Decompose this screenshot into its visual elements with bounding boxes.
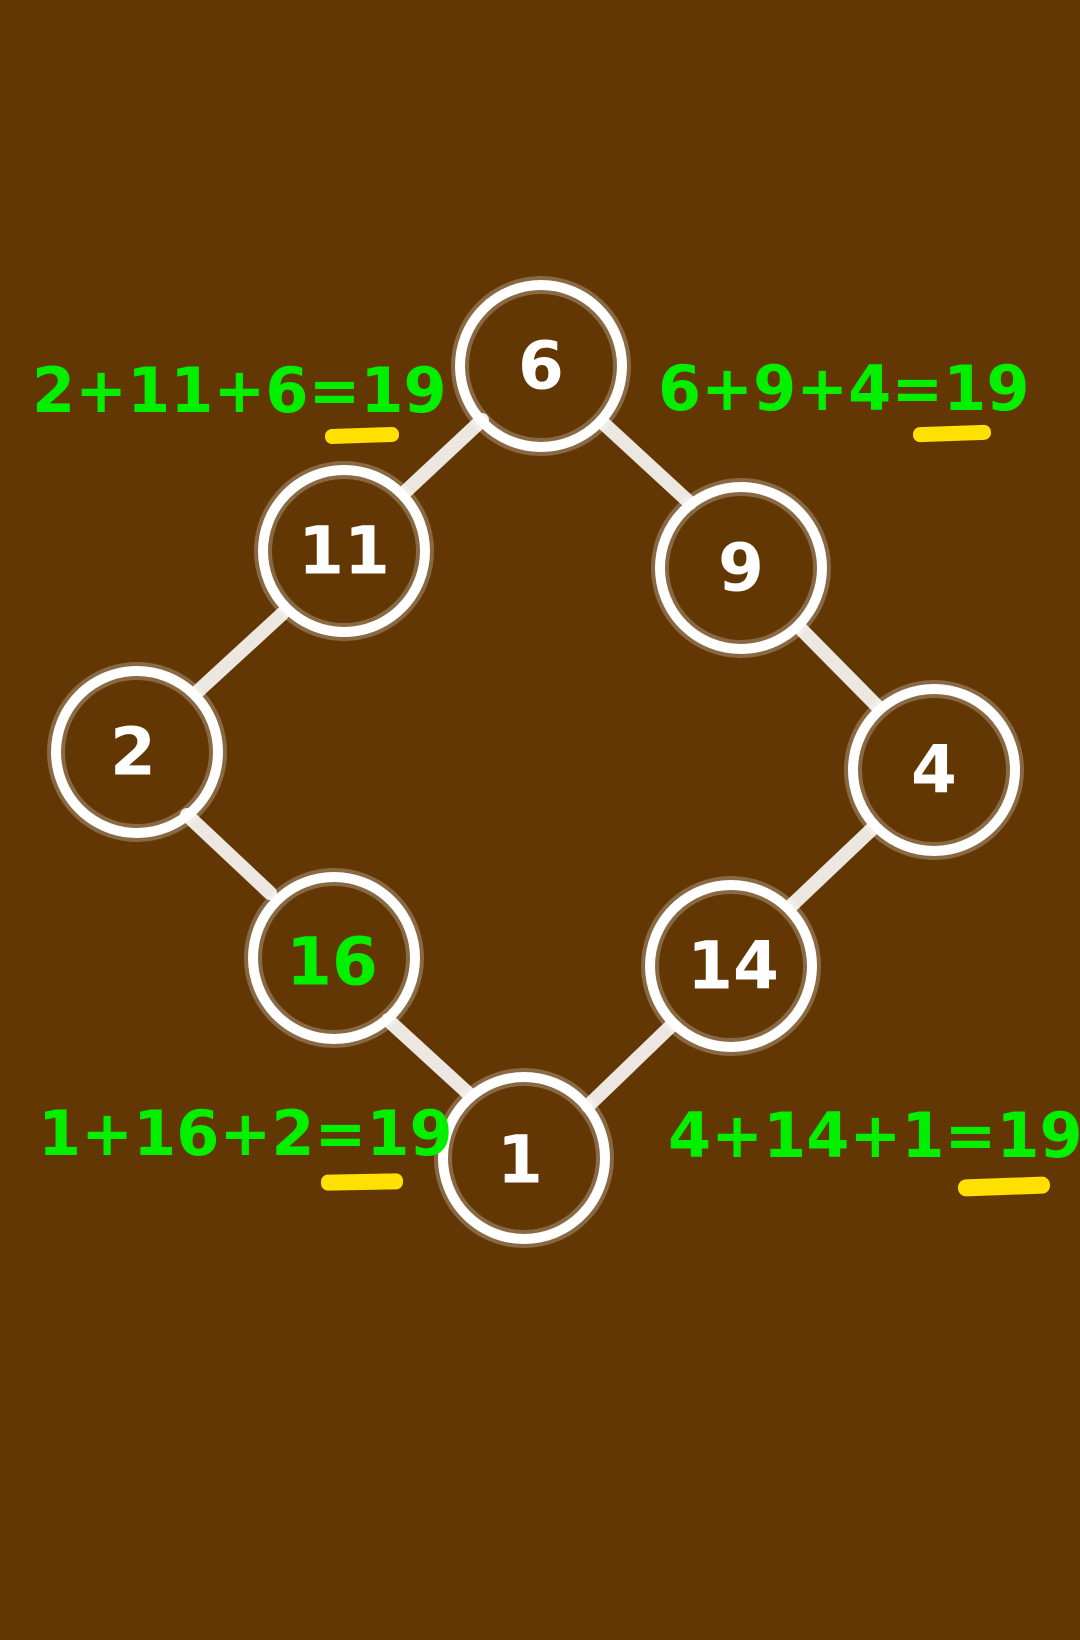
equation-top-left: 2+11+6=19 bbox=[32, 354, 447, 427]
equation-top-right-expression: 6+9+4= bbox=[658, 352, 943, 425]
circle-left bbox=[47, 662, 227, 842]
circle-upper-right bbox=[651, 478, 831, 658]
node-left-number: 2 bbox=[110, 714, 156, 791]
node-bottom-number: 1 bbox=[497, 1122, 543, 1199]
circle-upper-left bbox=[254, 461, 434, 641]
equations: 2+11+6=19 6+9+4=19 1+16+2=19 4+14+1=19 bbox=[32, 352, 1080, 1172]
circle-top bbox=[451, 276, 631, 456]
circle-bottom bbox=[434, 1068, 614, 1248]
node-upper-left-number: 11 bbox=[298, 513, 390, 590]
node-circles bbox=[47, 276, 1024, 1248]
connector-left-lower-left bbox=[180, 808, 277, 900]
connector-right-lower-right bbox=[785, 822, 879, 912]
equation-bottom-left: 1+16+2=19 bbox=[38, 1097, 453, 1170]
circle-lower-right bbox=[641, 876, 821, 1056]
equation-top-left-total: 19 bbox=[360, 354, 446, 427]
connector-upper-right-right bbox=[793, 621, 885, 714]
connector-lower-left-bottom bbox=[381, 1013, 477, 1102]
equation-bottom-right: 4+14+1=19 bbox=[668, 1099, 1080, 1172]
circle-lower-left bbox=[244, 868, 424, 1048]
node-top-number: 6 bbox=[518, 328, 564, 405]
connector-lower-right-bottom bbox=[581, 1018, 679, 1113]
node-upper-right-number: 9 bbox=[718, 530, 764, 607]
connector-upper-left-left bbox=[189, 607, 289, 700]
equation-bottom-right-expression: 4+14+1= bbox=[668, 1099, 996, 1172]
node-right-number: 4 bbox=[911, 732, 957, 809]
highlight-underline-bottom-right bbox=[958, 1176, 1051, 1197]
equation-bottom-left-expression: 1+16+2= bbox=[38, 1097, 366, 1170]
highlight-underline-top-left bbox=[325, 426, 400, 445]
connector-top-upper-right bbox=[595, 415, 697, 510]
node-lower-left-number-answer: 16 bbox=[286, 924, 378, 1001]
node-numbers: 6 11 9 2 4 16 14 1 bbox=[110, 328, 957, 1199]
equation-top-left-expression: 2+11+6= bbox=[32, 354, 360, 427]
equation-bottom-right-total: 19 bbox=[996, 1099, 1080, 1172]
highlight-underline-top-right bbox=[913, 424, 992, 443]
equation-top-right: 6+9+4=19 bbox=[658, 352, 1030, 425]
connector-lines bbox=[180, 413, 885, 1113]
circle-right bbox=[844, 680, 1024, 860]
connector-top-upper-left bbox=[398, 413, 489, 499]
node-lower-right-number: 14 bbox=[687, 928, 779, 1005]
equation-bottom-left-total: 19 bbox=[366, 1097, 452, 1170]
equation-top-right-total: 19 bbox=[943, 352, 1029, 425]
total-highlights bbox=[320, 424, 1051, 1197]
highlight-underline-bottom-left bbox=[320, 1173, 404, 1191]
